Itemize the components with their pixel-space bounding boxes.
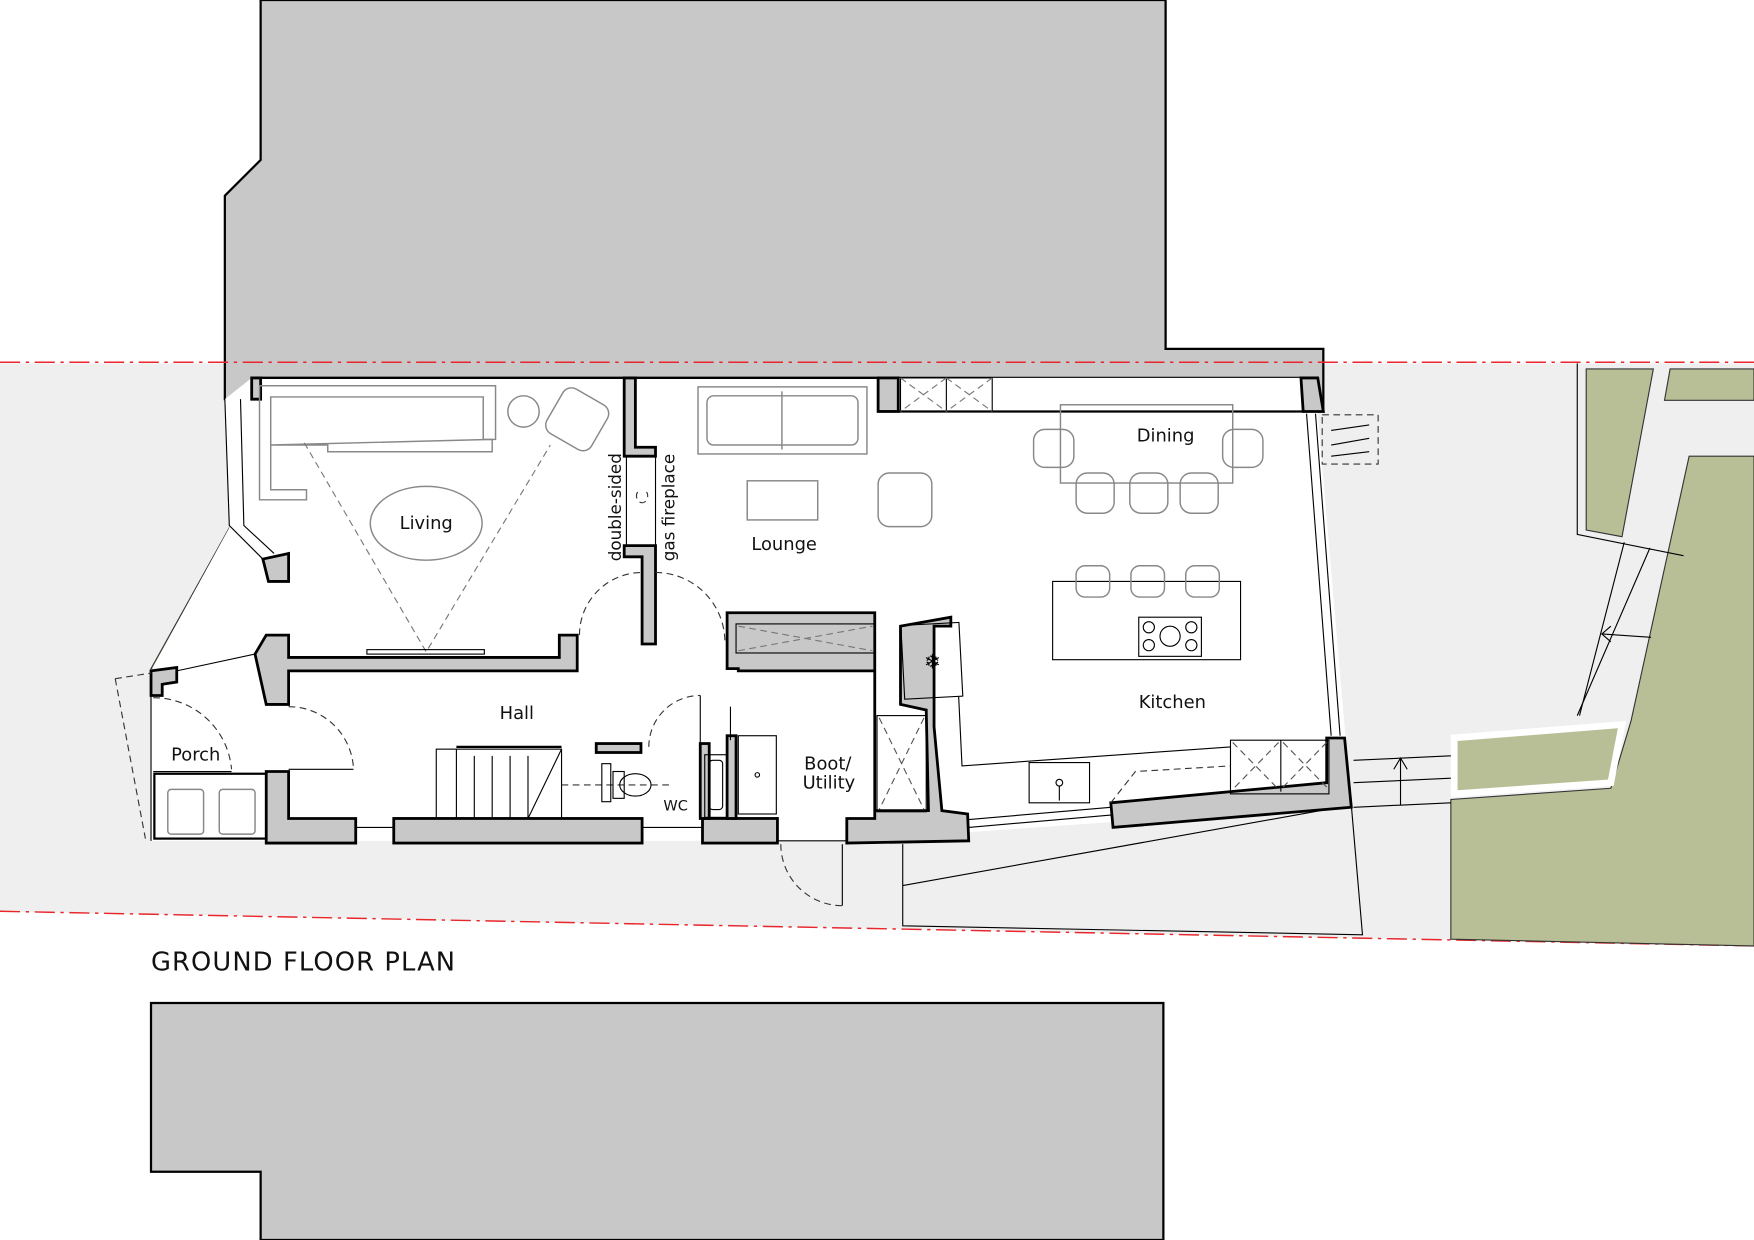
room-label-lounge: Lounge bbox=[751, 534, 817, 555]
door-swing-hall bbox=[288, 706, 355, 770]
room-label-hall: Hall bbox=[500, 703, 534, 724]
fireplace-label-right: gas fireplace bbox=[659, 454, 679, 561]
wall-south-2 bbox=[701, 817, 779, 845]
wall-kitchen-south bbox=[1109, 736, 1353, 829]
living-furniture bbox=[258, 385, 610, 655]
wall-utility-top bbox=[725, 611, 971, 845]
lounge-furniture bbox=[697, 386, 933, 528]
freezer-icon: ❄ bbox=[924, 650, 941, 674]
neighbour-building-top bbox=[223, 0, 1325, 413]
dining-furniture bbox=[1032, 404, 1264, 514]
porch-canopy bbox=[115, 672, 152, 680]
room-label-boot: Boot/ bbox=[804, 753, 852, 774]
bike-store bbox=[1321, 414, 1379, 465]
window-bay bbox=[239, 399, 275, 554]
room-label-porch: Porch bbox=[171, 744, 220, 765]
plan-title: GROUND FLOOR PLAN bbox=[151, 948, 456, 978]
door-swing-wc bbox=[648, 694, 701, 747]
path-line bbox=[1578, 542, 1625, 716]
house-floor bbox=[151, 377, 1352, 841]
wall-south-1 bbox=[392, 817, 644, 845]
fireplace-label-left: double-sided bbox=[605, 453, 625, 561]
room-label-dining: Dining bbox=[1137, 426, 1195, 447]
window-south bbox=[968, 806, 1111, 821]
planter-right bbox=[1450, 720, 1627, 798]
room-label-wc: WC bbox=[663, 799, 688, 815]
door-swing-lounge bbox=[655, 571, 726, 642]
garden-edge bbox=[1576, 363, 1684, 557]
fireplace bbox=[625, 455, 657, 547]
site-boundary-bottom bbox=[0, 910, 1754, 947]
patio-outline bbox=[902, 804, 1364, 936]
level-arrow bbox=[1601, 633, 1652, 638]
kitchen-furniture bbox=[900, 565, 1330, 804]
step-line bbox=[1353, 777, 1451, 784]
wall-porch-south bbox=[264, 770, 358, 845]
wall-bay bbox=[261, 551, 291, 583]
step-line bbox=[1353, 802, 1451, 808]
window-south bbox=[968, 814, 1111, 828]
utility-furniture bbox=[704, 715, 927, 818]
room-label-living: Living bbox=[400, 513, 453, 534]
window-kitchen bbox=[1305, 413, 1332, 736]
wall-wc-3 bbox=[725, 734, 738, 820]
fireplace-flame bbox=[635, 491, 649, 504]
room-label-kitchen: Kitchen bbox=[1139, 692, 1206, 713]
level-arrow-head bbox=[1601, 625, 1612, 643]
window-bay bbox=[224, 399, 264, 560]
planter-top-left bbox=[1585, 368, 1654, 538]
door-swing-utility bbox=[780, 844, 843, 907]
porch-canopy bbox=[114, 678, 146, 839]
lounge-units bbox=[735, 377, 993, 654]
wc-furniture bbox=[601, 763, 652, 803]
step-line bbox=[1353, 755, 1451, 761]
planter-top-right bbox=[1663, 368, 1754, 401]
wall-living-south bbox=[253, 633, 579, 706]
wall-lounge-stub bbox=[876, 376, 900, 413]
neighbour-building-bottom bbox=[149, 1001, 1165, 1240]
window-kitchen bbox=[1314, 413, 1341, 736]
staircase bbox=[435, 745, 672, 820]
path-line bbox=[1576, 547, 1651, 716]
window-porch bbox=[176, 653, 256, 672]
room-label-utility: Utility bbox=[803, 772, 856, 793]
wall-wc bbox=[594, 742, 643, 754]
bins bbox=[153, 772, 268, 840]
door-swing-porch bbox=[153, 697, 233, 770]
level-arrow-head bbox=[1393, 757, 1408, 770]
wall-kitchen-east bbox=[1299, 376, 1325, 413]
door-swing-living bbox=[578, 571, 643, 636]
